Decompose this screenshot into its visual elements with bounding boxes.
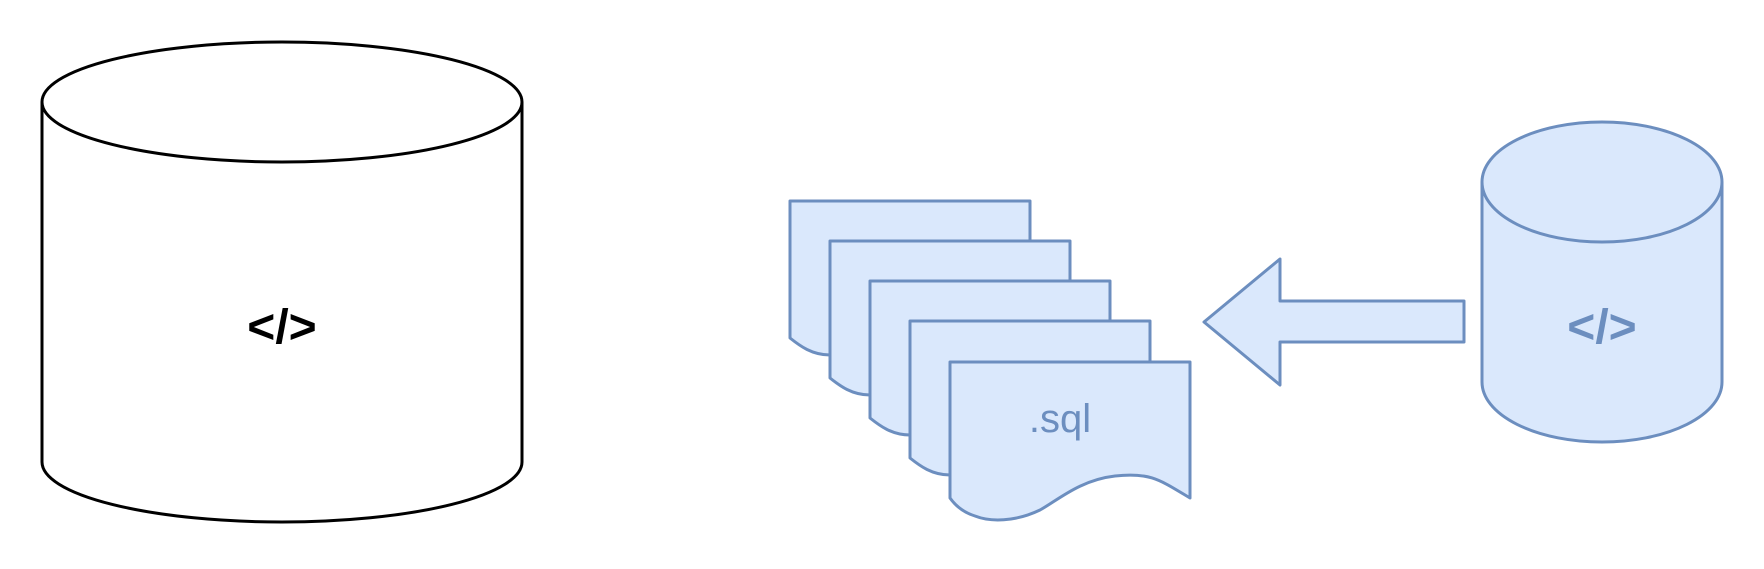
flow-arrow-left (1202, 257, 1466, 387)
source-database: </> (1480, 120, 1724, 444)
sql-file-5: .sql (948, 360, 1192, 522)
source-database-top (1480, 120, 1724, 244)
source-database-body (1480, 182, 1724, 444)
source-database-label: </> (1567, 301, 1636, 354)
target-database: </> (40, 40, 524, 524)
target-database-label: </> (247, 301, 316, 354)
target-database-body (40, 102, 524, 524)
sql-file-stack: .sql (788, 199, 1192, 522)
sql-file-label: .sql (1029, 397, 1091, 441)
target-database-top (40, 40, 524, 164)
